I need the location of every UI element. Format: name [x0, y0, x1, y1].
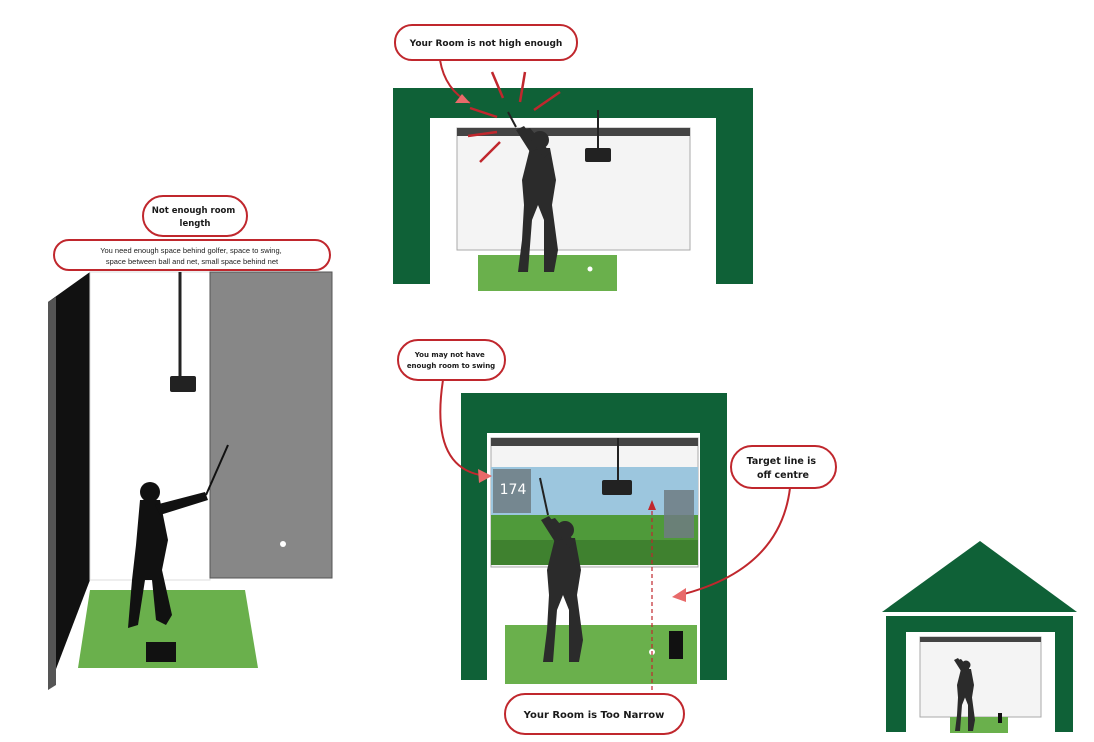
- scene-room-width: 174 You may not have enough room to swin…: [397, 339, 837, 735]
- ball-icon: [280, 541, 286, 547]
- room-frame: [461, 393, 727, 680]
- garage-roof: [882, 541, 1077, 612]
- ball-icon: [587, 266, 593, 272]
- svg-text:Not enough room length: Not enough room length: [152, 206, 238, 229]
- callout-arrow: [679, 487, 791, 596]
- callout-title-width: [504, 693, 685, 735]
- callout-swing-line: enough room to swing: [407, 362, 495, 370]
- scene-garage: [882, 541, 1077, 733]
- callout-title-line: Not enough room: [152, 206, 236, 216]
- net-screen: [209, 271, 333, 579]
- svg-text:You may not have enough: You may not have enough room to swing: [407, 351, 495, 370]
- callout-arrow: [439, 379, 481, 476]
- golfer-silhouette: [128, 444, 229, 628]
- projector-icon: [170, 376, 196, 392]
- launch-monitor-icon: [998, 713, 1002, 723]
- callout-target-line-text: Target line is: [747, 456, 817, 467]
- hitting-mat: [78, 590, 258, 668]
- callout-detail-length: [53, 239, 331, 271]
- hitting-mat: [505, 625, 697, 684]
- launch-monitor-icon: [146, 642, 176, 662]
- svg-text:Target line is off centr: Target line is off centre: [747, 456, 820, 481]
- callout-target-line-text: off centre: [757, 470, 809, 481]
- projector-screen: [919, 636, 1042, 718]
- impact-rays: [467, 71, 561, 163]
- callout-swing-line: You may not have: [414, 351, 485, 359]
- callout-swing: [397, 339, 506, 381]
- callout-detail-line: space between ball and net, small space …: [106, 257, 279, 266]
- callout-title-text: Your Room is not high enough: [409, 39, 563, 49]
- projector-screen: [456, 127, 691, 251]
- callout-target-line: [730, 445, 837, 489]
- svg-text:You need enough space behind g: You need enough space behind golfer, spa…: [100, 246, 284, 266]
- side-wall: [48, 272, 90, 690]
- projector-icon: [602, 480, 632, 495]
- stats-panel: [493, 469, 531, 513]
- scene-room-height: Your Room is not high enough: [393, 24, 753, 291]
- launch-monitor-icon: [669, 631, 683, 659]
- callout-title-text: Your Room is Too Narrow: [523, 710, 665, 721]
- projector-icon: [585, 148, 611, 162]
- callout-title-height: [394, 24, 578, 61]
- callout-title-line: length: [180, 219, 211, 229]
- room-frame: [393, 88, 753, 284]
- hitting-mat: [950, 717, 1008, 733]
- scene-room-length: Not enough room length You need enough s…: [48, 195, 333, 690]
- garage-walls: [886, 616, 1073, 732]
- callout-detail-line: You need enough space behind golfer, spa…: [100, 246, 282, 255]
- screen-readout: 174: [500, 482, 527, 498]
- callout-title-length: [142, 195, 248, 237]
